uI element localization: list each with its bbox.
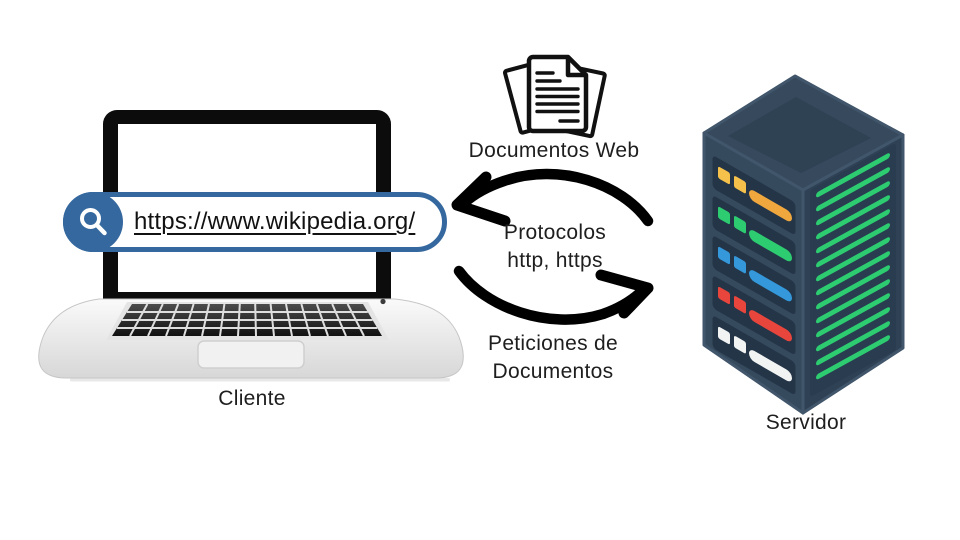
hinge-screw — [380, 298, 386, 305]
url-address-bar[interactable]: https://www.wikipedia.org/ — [63, 192, 447, 252]
protocols-line1: Protocolos — [503, 221, 607, 244]
client-label: Cliente — [218, 387, 286, 410]
server-rack-slots — [712, 156, 796, 394]
server-vent-stripes — [816, 153, 890, 380]
stacked-documents-icon — [502, 54, 607, 139]
requests-label: Peticiones de Documentos — [488, 330, 618, 386]
protocols-line2: http, https — [507, 249, 603, 272]
requests-line2: Documentos — [492, 360, 614, 383]
document-text-lines — [535, 71, 580, 123]
laptop-shadow — [70, 378, 450, 382]
requests-line1: Peticiones de — [488, 332, 618, 355]
keyboard-key-lines — [117, 303, 378, 337]
curved-arrow-left-icon — [451, 168, 654, 227]
server-top-inset — [728, 97, 871, 173]
document-folded-corner — [565, 57, 586, 78]
server-vent-panel — [810, 144, 896, 396]
documents-web-label: Documentos Web — [468, 139, 640, 162]
url-input[interactable]: https://www.wikipedia.org/ — [134, 208, 416, 235]
curved-arrow-right-icon — [453, 265, 654, 325]
server-illustration — [702, 74, 905, 415]
protocols-label: Protocolos http, https — [504, 219, 606, 275]
server-label: Servidor — [765, 411, 847, 434]
laptop-trackpad — [197, 340, 305, 369]
search-icon — [63, 192, 123, 252]
